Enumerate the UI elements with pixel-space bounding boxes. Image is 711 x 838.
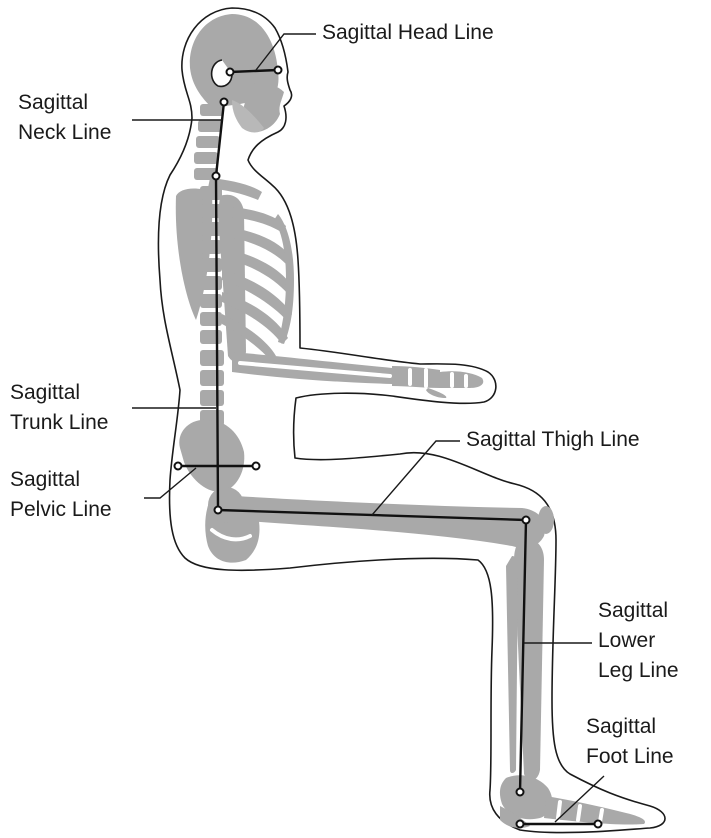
label-neck: Sagittal Neck Line <box>18 88 111 148</box>
label-head: Sagittal Head Line <box>322 18 494 48</box>
label-thigh: Sagittal Thigh Line <box>466 425 640 455</box>
toe-marker <box>595 821 602 828</box>
label-neck-line-2: Neck Line <box>18 118 111 148</box>
label-trunk-line-2: Trunk Line <box>10 408 108 438</box>
heel-marker <box>517 821 524 828</box>
label-pelvic-line-1: Sagittal <box>10 465 112 495</box>
label-lower-leg-line-3: Leg Line <box>598 656 679 686</box>
body-outline <box>158 8 665 833</box>
pelvis-posterior-marker <box>175 463 182 470</box>
label-foot-line-1: Sagittal <box>586 712 674 742</box>
pelvis-anterior-marker <box>253 463 260 470</box>
ankle-marker <box>517 789 524 796</box>
label-foot: Sagittal Foot Line <box>586 712 674 772</box>
hip-marker <box>215 507 222 514</box>
label-foot-line-2: Foot Line <box>586 742 674 772</box>
label-pelvic: Sagittal Pelvic Line <box>10 465 112 525</box>
patella <box>538 506 554 534</box>
eye-marker <box>275 67 282 74</box>
label-trunk-line-1: Sagittal <box>10 378 108 408</box>
label-neck-line-1: Sagittal <box>18 88 111 118</box>
label-pelvic-line-2: Pelvic Line <box>10 495 112 525</box>
label-lower-leg-line-2: Lower <box>598 626 679 656</box>
c7-marker <box>213 173 220 180</box>
label-lower-leg-line-1: Sagittal <box>598 596 679 626</box>
neck-top-marker <box>221 99 228 106</box>
ear-marker <box>227 69 234 76</box>
knee-marker <box>523 517 530 524</box>
label-trunk: Sagittal Trunk Line <box>10 378 108 438</box>
label-lower-leg: Sagittal Lower Leg Line <box>598 596 679 686</box>
